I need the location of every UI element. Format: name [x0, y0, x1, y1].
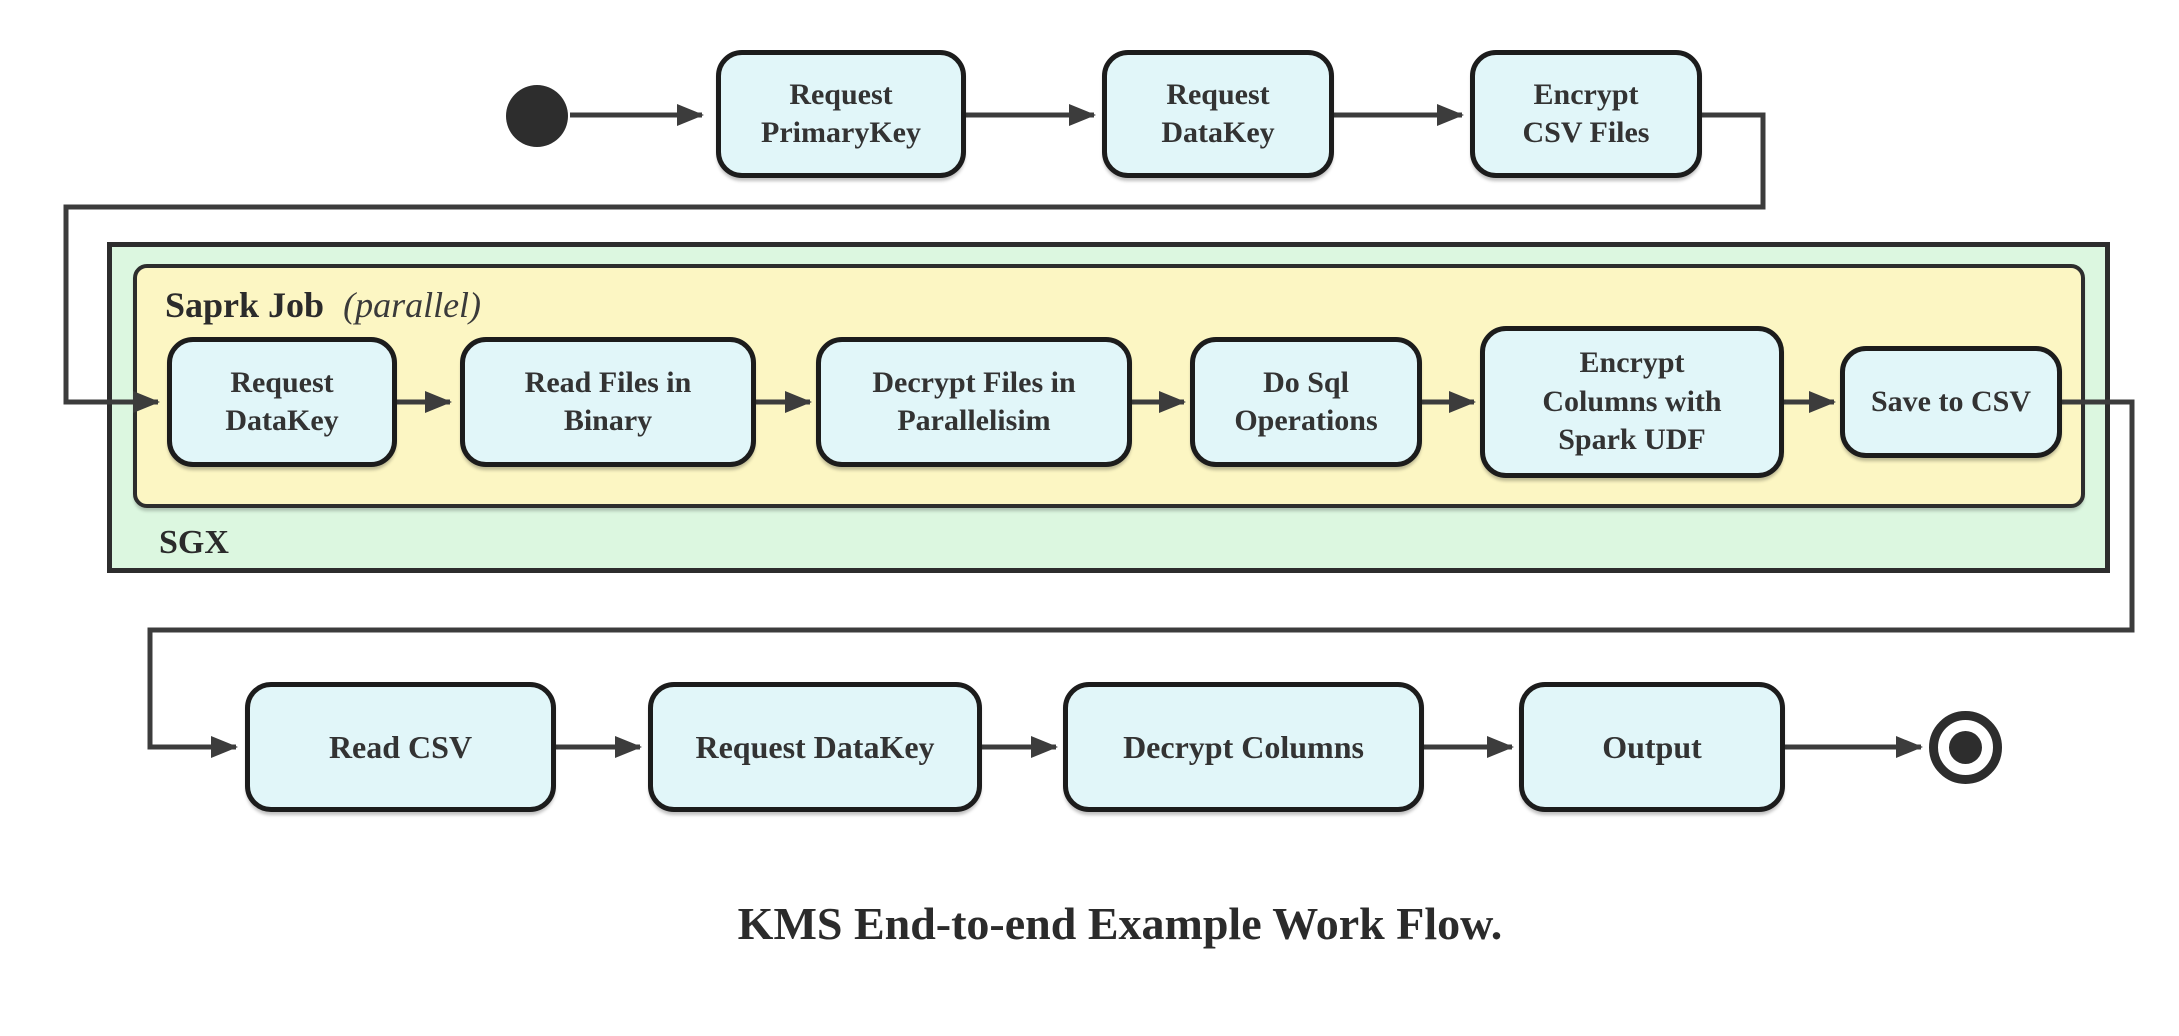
node-label: Read CSV: [328, 728, 473, 765]
spark-job-header: Saprk Job (parallel): [165, 284, 481, 326]
node-read-files-in-binary: Read Files in Binary: [460, 337, 756, 467]
node-label: Request DataKey: [695, 728, 935, 765]
node-label: Request DataKey: [225, 365, 339, 437]
node-label: Encrypt CSV Files: [1522, 77, 1650, 149]
edge-encrypt-csv-to-sgx-request-datakey: [63, 112, 1766, 413]
spark-job-annotation: (parallel): [343, 285, 482, 325]
node-label: Request DataKey: [1161, 77, 1275, 149]
node-label: Save to CSV: [1870, 384, 2031, 418]
final-node-icon: [1929, 711, 2002, 784]
node-label: Do Sql Operations: [1234, 365, 1378, 437]
initial-node-icon: [506, 85, 568, 147]
node-request-datakey-bottom: Request DataKey: [648, 682, 982, 812]
node-request-datakey-top: Request DataKey: [1102, 50, 1334, 178]
node-request-primarykey: Request PrimaryKey: [716, 50, 966, 178]
node-encrypt-columns-with-spark-udf: Encrypt Columns with Spark UDF: [1480, 326, 1784, 478]
final-node-dot-icon: [1949, 731, 1982, 764]
node-save-to-csv: Save to CSV: [1840, 346, 2062, 458]
node-read-csv: Read CSV: [245, 682, 556, 812]
node-do-sql-operations: Do Sql Operations: [1190, 337, 1422, 467]
node-encrypt-csv-files: Encrypt CSV Files: [1470, 50, 1702, 178]
edge-save-csv-to-read-csv: [147, 399, 2135, 758]
node-decrypt-files-in-parallelisim: Decrypt Files in Parallelisim: [816, 337, 1132, 467]
node-decrypt-columns: Decrypt Columns: [1063, 682, 1424, 812]
node-label: Output: [1602, 728, 1702, 765]
node-label: Request PrimaryKey: [761, 77, 921, 149]
node-label: Encrypt Columns with Spark UDF: [1542, 346, 1722, 457]
spark-job-title: Saprk Job: [165, 285, 325, 325]
sgx-label: SGX: [159, 524, 229, 561]
node-label: Decrypt Columns: [1123, 728, 1364, 765]
node-output: Output: [1519, 682, 1785, 812]
node-label: Decrypt Files in Parallelisim: [872, 365, 1076, 437]
node-sgx-request-datakey: Request DataKey: [167, 337, 397, 467]
diagram-caption: KMS End-to-end Example Work Flow.: [737, 898, 1503, 949]
node-label: Read Files in Binary: [524, 365, 692, 437]
